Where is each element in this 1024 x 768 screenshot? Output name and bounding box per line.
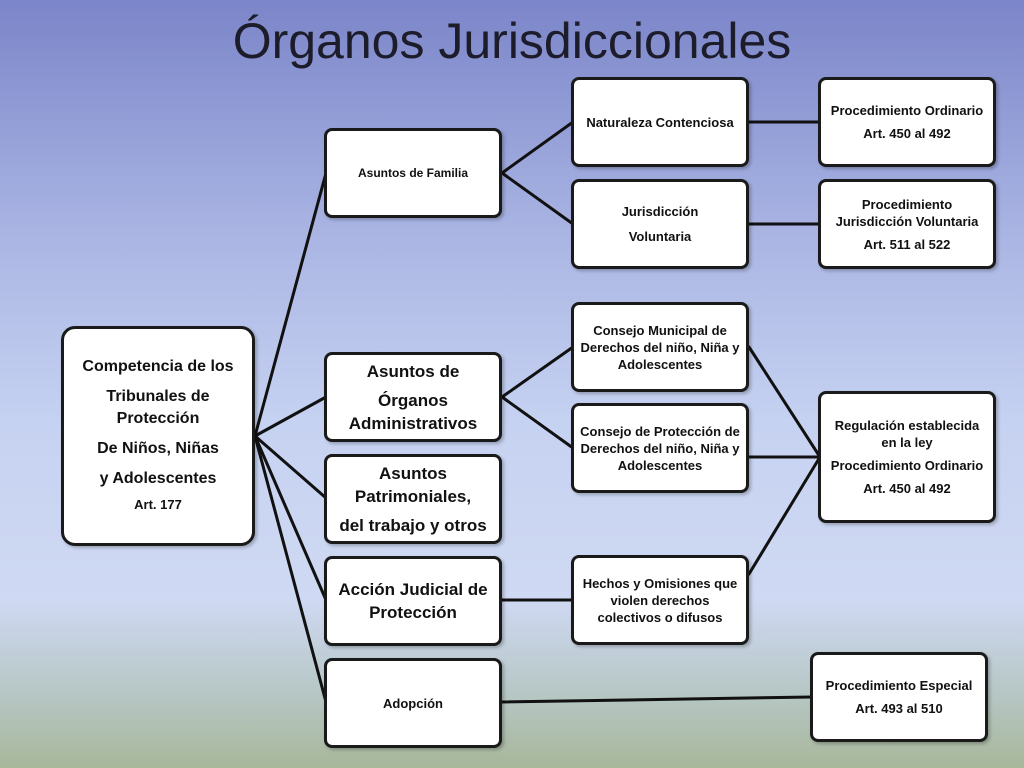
- edge-consejo-municipal-regulacion: [747, 345, 822, 459]
- node-regulacion-ley-line-1: Regulación establecida en la ley: [834, 418, 980, 450]
- edge-familia-contenciosa: [500, 120, 575, 175]
- node-asuntos-familia-label: Asuntos de Familia: [357, 166, 469, 180]
- node-consejo-proteccion-label: Consejo de Protección de Derechos del ni…: [580, 423, 740, 473]
- edge-root-accion: [253, 434, 328, 602]
- node-asuntos-patrimoniales: Asuntos Patrimoniales, del trabajo y otr…: [324, 454, 502, 544]
- node-adopcion: Adopción: [324, 658, 502, 748]
- edge-organos-consejo-municipal: [500, 345, 575, 399]
- edge-root-adopcion: [253, 434, 328, 704]
- node-procedimiento-voluntaria-line-1: Procedimiento Jurisdicción Voluntaria: [835, 196, 979, 229]
- node-root-line-3: De Niños, Niñas: [97, 440, 219, 457]
- node-procedimiento-especial-line-1: Procedimiento Especial: [825, 678, 973, 693]
- node-procedimiento-ordinario-line-2: Art. 450 al 492: [863, 126, 951, 141]
- node-hechos-omisiones-label: Hechos y Omisiones que violen derechos c…: [582, 575, 738, 625]
- node-regulacion-ley-line-3: Art. 450 al 492: [863, 481, 951, 496]
- node-jurisdiccion-voluntaria-line-2: Voluntaria: [628, 229, 692, 244]
- edge-hechos-regulacion: [747, 455, 822, 576]
- edge-organos-consejo-proteccion: [500, 395, 575, 450]
- node-asuntos-organos-line-1: Asuntos de: [366, 361, 460, 381]
- node-procedimiento-especial: Procedimiento Especial Art. 493 al 510: [810, 652, 988, 742]
- node-naturaleza-contenciosa-label: Naturaleza Contenciosa: [586, 114, 734, 130]
- node-regulacion-ley-line-2: Procedimiento Ordinario: [830, 458, 984, 473]
- node-root-line-5: Art. 177: [134, 497, 182, 512]
- node-consejo-proteccion: Consejo de Protección de Derechos del ni…: [571, 403, 749, 493]
- node-adopcion-label: Adopción: [383, 695, 443, 711]
- node-root-line-4: y Adolescentes: [99, 470, 217, 487]
- node-naturaleza-contenciosa: Naturaleza Contenciosa: [571, 77, 749, 167]
- node-accion-judicial: Acción Judicial de Protección: [324, 556, 502, 646]
- node-regulacion-ley: Regulación establecida en la ley Procedi…: [818, 391, 996, 523]
- node-root-line-2: Tribunales de Protección: [106, 388, 210, 427]
- node-accion-judicial-label: Acción Judicial de Protección: [338, 580, 488, 622]
- node-asuntos-organos-line-2: Órganos Administrativos: [348, 390, 478, 433]
- node-root-competencia: Competencia de los Tribunales de Protecc…: [61, 326, 255, 546]
- node-consejo-municipal: Consejo Municipal de Derechos del niño, …: [571, 302, 749, 392]
- edge-adopcion-proc-especial: [500, 695, 814, 704]
- node-procedimiento-especial-line-2: Art. 493 al 510: [855, 701, 943, 716]
- node-procedimiento-voluntaria-line-2: Art. 511 al 522: [863, 236, 951, 252]
- edge-root-patrimoniales: [253, 434, 328, 500]
- edge-familia-voluntaria: [500, 171, 575, 226]
- node-asuntos-organos: Asuntos de Órganos Administrativos: [324, 352, 502, 442]
- page-title: Órganos Jurisdiccionales: [232, 13, 792, 69]
- node-procedimiento-ordinario: Procedimiento Ordinario Art. 450 al 492: [818, 77, 996, 167]
- node-jurisdiccion-voluntaria-line-1: Jurisdicción: [621, 204, 699, 219]
- node-procedimiento-ordinario-line-1: Procedimiento Ordinario: [830, 103, 984, 118]
- node-asuntos-patrimoniales-line-1: Asuntos Patrimoniales,: [354, 463, 472, 506]
- edge-root-familia: [253, 171, 328, 438]
- node-jurisdiccion-voluntaria: Jurisdicción Voluntaria: [571, 179, 749, 269]
- node-asuntos-patrimoniales-line-2: del trabajo y otros: [339, 515, 487, 535]
- node-hechos-omisiones: Hechos y Omisiones que violen derechos c…: [571, 555, 749, 645]
- node-root-line-1: Competencia de los: [82, 358, 234, 375]
- node-asuntos-familia: Asuntos de Familia: [324, 128, 502, 218]
- edge-root-organos: [253, 395, 328, 438]
- node-consejo-municipal-label: Consejo Municipal de Derechos del niño, …: [580, 322, 740, 372]
- node-procedimiento-voluntaria: Procedimiento Jurisdicción Voluntaria Ar…: [818, 179, 996, 269]
